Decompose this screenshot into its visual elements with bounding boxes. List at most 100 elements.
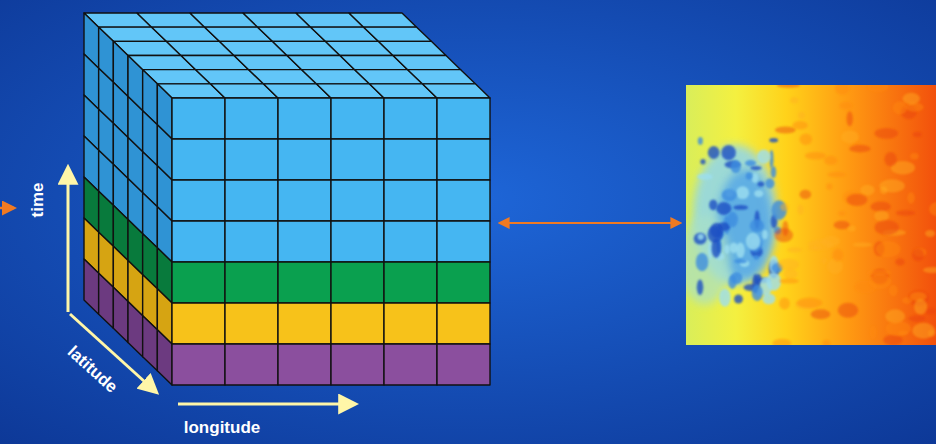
cube-cell — [278, 344, 331, 385]
map-texture — [698, 234, 704, 240]
cube-cell — [278, 303, 331, 344]
map-texture — [750, 219, 764, 232]
map-texture — [783, 269, 798, 280]
cube-cell — [384, 180, 437, 221]
map-texture — [787, 247, 802, 252]
map-texture — [719, 289, 731, 307]
cube-cell — [225, 303, 278, 344]
map-texture — [769, 138, 778, 142]
map-texture — [886, 321, 911, 336]
cube-cell — [225, 98, 278, 139]
map-texture — [780, 203, 789, 211]
cube-cell — [225, 262, 278, 303]
map-texture — [827, 172, 846, 178]
cube-cell — [437, 303, 490, 344]
map-texture — [867, 270, 891, 276]
map-texture — [792, 121, 808, 130]
cube-cell — [278, 139, 331, 180]
map-texture — [848, 225, 856, 231]
map-texture — [867, 85, 888, 92]
map-texture — [765, 178, 774, 188]
map-texture — [733, 205, 748, 210]
cube-cell — [172, 221, 225, 262]
map-texture — [914, 299, 927, 315]
cube-cell — [437, 221, 490, 262]
cube-cell — [384, 98, 437, 139]
map-texture — [724, 245, 729, 254]
map-texture — [805, 152, 826, 160]
map-texture — [912, 323, 935, 339]
map-texture — [729, 242, 738, 253]
cube-cell — [128, 302, 143, 357]
map-texture — [849, 145, 870, 153]
map-texture — [821, 258, 827, 263]
cube-cell — [172, 344, 225, 385]
slice-arrow — [500, 222, 680, 224]
axis-label: time — [29, 183, 48, 218]
cube-cell — [278, 180, 331, 221]
map-texture — [869, 274, 892, 289]
cube-cell — [384, 139, 437, 180]
map-texture — [853, 242, 873, 247]
map-texture — [798, 112, 805, 119]
map-texture — [754, 190, 763, 197]
map-texture — [876, 241, 901, 257]
map-texture — [728, 275, 736, 289]
map-texture — [903, 93, 920, 105]
cube-cell — [172, 262, 225, 303]
map-texture — [880, 186, 887, 193]
map-texture — [782, 221, 788, 236]
cube-cell — [172, 180, 225, 221]
map-texture — [834, 221, 850, 230]
map-texture — [750, 166, 762, 170]
map-texture — [777, 85, 800, 88]
map-texture — [746, 232, 761, 250]
map-texture — [821, 236, 840, 247]
cube-cell — [437, 180, 490, 221]
map-texture — [722, 189, 737, 201]
map-texture — [883, 335, 903, 345]
map-texture — [790, 97, 798, 104]
map-texture — [745, 160, 756, 166]
cube-cell — [225, 221, 278, 262]
map-texture — [811, 309, 831, 319]
map-texture — [875, 220, 899, 235]
input-arrow — [0, 207, 14, 210]
map-texture — [839, 102, 852, 110]
map-texture — [775, 126, 796, 133]
map-texture — [847, 111, 853, 126]
map-texture — [893, 101, 907, 114]
map-texture — [895, 258, 905, 265]
map-texture — [874, 128, 898, 139]
map-texture — [762, 230, 768, 239]
cube-cell — [331, 303, 384, 344]
cube-cell — [84, 259, 99, 314]
time-axis-arrow — [67, 168, 70, 312]
cube-cell — [384, 344, 437, 385]
cube-cell — [364, 27, 432, 41]
cube-cell — [157, 330, 172, 385]
cube-cell — [408, 70, 476, 84]
cube-cell — [437, 98, 490, 139]
map-texture — [838, 211, 845, 216]
cube-cell — [278, 98, 331, 139]
cube-cell — [172, 303, 225, 344]
map-texture — [754, 255, 759, 260]
map-texture — [752, 285, 763, 301]
map-texture — [832, 249, 843, 262]
cube-cell — [331, 98, 384, 139]
cube-cell — [113, 287, 128, 342]
cube-cell — [278, 262, 331, 303]
map-texture — [846, 194, 867, 206]
map-texture — [889, 285, 897, 296]
map-texture — [727, 212, 738, 228]
cube-cell — [437, 139, 490, 180]
map-texture — [731, 160, 741, 173]
map-texture — [693, 145, 777, 285]
cube-cell — [331, 344, 384, 385]
map-texture — [925, 230, 935, 237]
map-texture — [835, 85, 849, 95]
cube-cell — [331, 221, 384, 262]
cube-cell — [378, 41, 446, 55]
